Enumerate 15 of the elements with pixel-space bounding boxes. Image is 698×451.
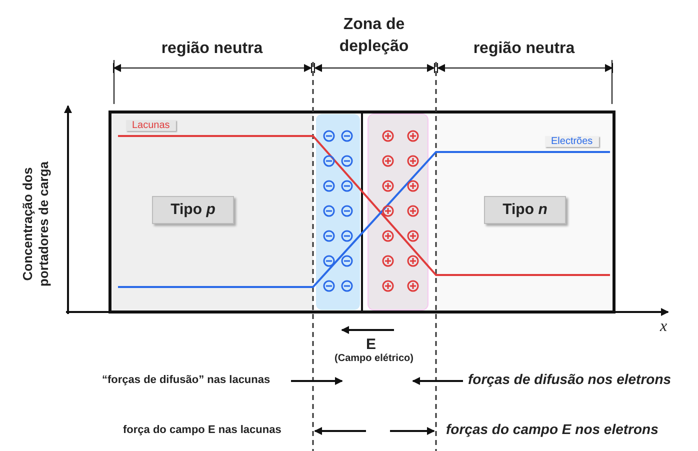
n-type-label: Tipo n <box>484 196 566 224</box>
region-label: região neutra <box>473 40 575 58</box>
p-type-label: Tipo p <box>152 196 234 224</box>
field-caption: (Campo elétrico) <box>334 353 414 364</box>
curve-label: Lacunas <box>126 120 176 131</box>
force-note: força do campo E nas lacunas <box>123 424 282 436</box>
curve-label: Electrões <box>545 136 599 147</box>
force-note: forças de difusão nos eletrons <box>468 371 672 387</box>
axis-title: Concentração dos portadores de carga <box>20 160 52 288</box>
region-label: Zona de depleção <box>338 15 410 57</box>
axis-label: x <box>660 318 668 336</box>
field-symbol: E <box>366 336 376 353</box>
force-note: “forças de difusão” nas lacunas <box>102 374 270 386</box>
region-label: região neutra <box>161 40 263 58</box>
force-note: forças do campo E nos eletrons <box>446 421 658 437</box>
